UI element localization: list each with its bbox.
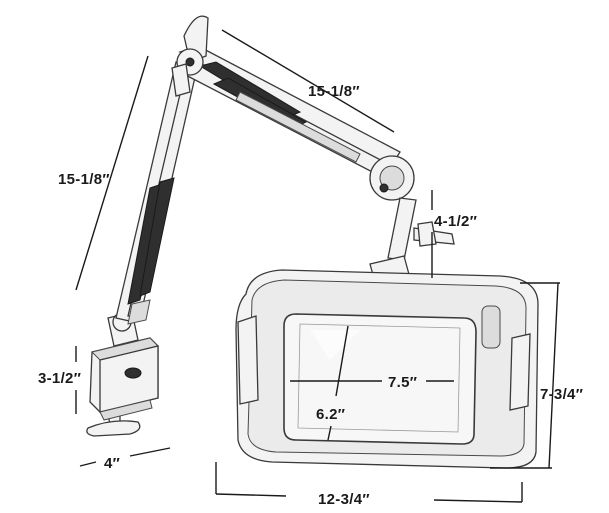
magnifier-head xyxy=(235,269,539,469)
upper-arm-dim-label: 15-1/8″ xyxy=(308,83,360,100)
upper-arm-dim-line xyxy=(221,29,395,133)
dimension-labels: 15-1/8″ 15-1/8″ 4-1/2″ 3-1/2″ 4″ 7.5″ 6.… xyxy=(38,83,583,508)
head-height-dim-label: 4-1/2″ xyxy=(434,213,477,230)
lower-arm xyxy=(115,59,199,325)
elbow-joint xyxy=(171,15,209,97)
lower-arm-dim-line xyxy=(75,55,149,291)
upper-arm xyxy=(174,45,401,179)
head-height-total-dim-label: 7-3/4″ xyxy=(540,386,583,403)
lower-arm-dim-label: 15-1/8″ xyxy=(58,171,110,188)
lens-height-dim-label: 6.2″ xyxy=(316,406,345,423)
lens-width-dim-label: 7.5″ xyxy=(388,374,417,391)
clamp-height-dim-label: 3-1/2″ xyxy=(38,370,81,387)
dimension-lines xyxy=(75,29,560,503)
desk-clamp xyxy=(86,337,159,437)
clamp-width-dim-line xyxy=(79,461,97,467)
head-width-dim-label: 12-3/4″ xyxy=(318,491,370,508)
lens-height-dim-line xyxy=(335,325,349,397)
lamp-illustration xyxy=(86,15,539,469)
clamp-width-dim-label: 4″ xyxy=(104,455,120,472)
